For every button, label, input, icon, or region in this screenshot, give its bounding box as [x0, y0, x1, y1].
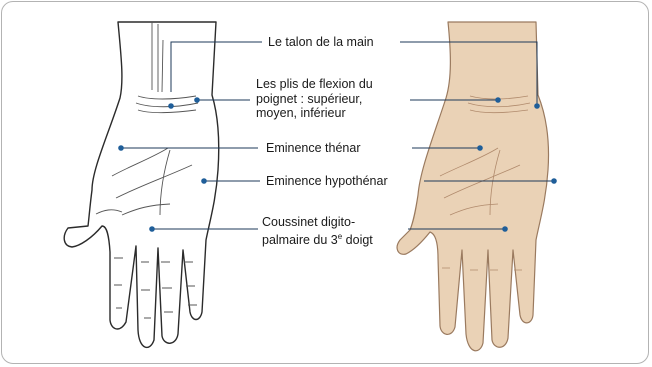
crease-dot-right	[495, 97, 501, 103]
hypothenar-dot-right	[551, 178, 557, 184]
heel-dot-right	[534, 103, 540, 109]
label-wrist-creases-line3: moyen, inférieur	[256, 106, 373, 121]
label-wrist-creases-line2: poignet : supérieur,	[256, 92, 373, 107]
pad-line2-suffix: doigt	[342, 233, 373, 247]
label-digital-pad-line2: palmaire du 3e doigt	[262, 230, 373, 248]
label-wrist-creases: Les plis de flexion du poignet : supérie…	[256, 77, 373, 121]
label-digital-pad: Coussinet digito- palmaire du 3e doigt	[262, 215, 373, 247]
pad-line2-prefix: palmaire du 3	[262, 233, 338, 247]
label-heel: Le talon de la main	[268, 35, 374, 50]
pad-dot-left	[149, 226, 155, 232]
right-hand-colored	[397, 22, 548, 351]
thenar-dot-right	[477, 145, 483, 151]
thenar-dot-left	[118, 145, 124, 151]
label-thenar: Eminence thénar	[266, 141, 361, 156]
heel-dot-left	[168, 103, 174, 109]
crease-dot-left	[194, 97, 200, 103]
label-hypothenar: Eminence hypothénar	[266, 174, 388, 189]
label-digital-pad-line1: Coussinet digito-	[262, 215, 373, 230]
label-wrist-creases-line1: Les plis de flexion du	[256, 77, 373, 92]
hypothenar-dot-left	[201, 178, 207, 184]
pad-dot-right	[502, 226, 508, 232]
left-hand-line-drawing	[64, 22, 219, 347]
